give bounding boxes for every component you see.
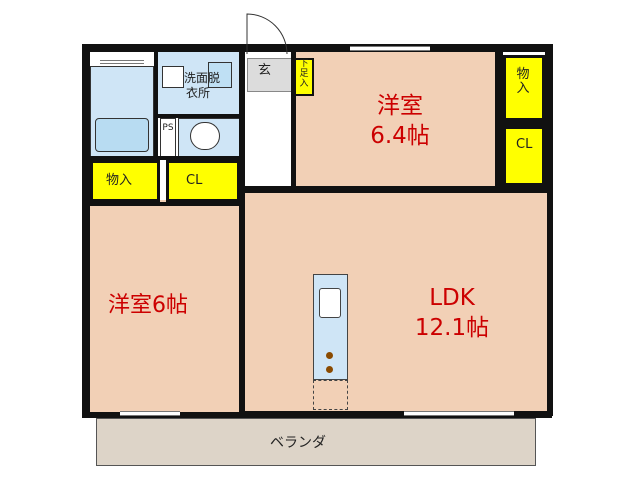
wall-horizontal-washroom: [154, 114, 244, 118]
window-ldk-bottom: [404, 411, 514, 416]
ldk-room: [245, 193, 547, 411]
wall-room1-right: [495, 52, 503, 189]
western-room-2-label: 洋室6帖: [108, 293, 188, 318]
outer-wall-left: [82, 44, 90, 416]
wall-horizontal-left-2: [82, 202, 242, 206]
ldk-label-line1: LDK: [429, 285, 475, 311]
outer-wall-top: [82, 44, 552, 52]
closet-right-label: CL: [516, 137, 533, 152]
toilet-icon: [190, 122, 220, 150]
washing-machine-icon: [208, 62, 232, 88]
veranda: [96, 418, 536, 466]
wall-vertical-mid: [239, 52, 245, 412]
shoe-storage-label: 下足入: [299, 59, 309, 89]
outer-wall-right: [545, 44, 553, 416]
window-room2-bottom: [120, 411, 180, 416]
entrance-door-icon: [246, 13, 288, 55]
wall-ldk-top: [242, 186, 552, 193]
entrance-label: 玄: [258, 63, 272, 78]
western-room-1-label-line1: 洋室: [377, 93, 423, 119]
western-room-1-label-line2: 6.4帖: [370, 123, 430, 149]
stove-burner-icon: [326, 352, 333, 359]
closet-left: [166, 160, 240, 202]
storage-left-label: 物入: [106, 173, 133, 188]
storage-left: [90, 160, 160, 202]
wall-room1-left: [291, 52, 296, 189]
bath-wall: [154, 52, 158, 158]
kitchen-sink-icon: [319, 288, 341, 318]
ldk-label-line2: 12.1帖: [414, 315, 490, 341]
window-washroom-top: [100, 60, 144, 64]
storage-right-label: 物入: [516, 67, 530, 96]
veranda-label: ベランダ: [270, 435, 326, 451]
bathtub-icon: [95, 118, 149, 152]
storage-right: [503, 55, 545, 121]
outer-wall-bottom: [82, 410, 552, 418]
stove-burner-icon: [326, 366, 333, 373]
fridge-space: [313, 380, 348, 410]
washroom-label-line1: 洗面脱: [184, 71, 221, 85]
wall-horizontal-left: [82, 156, 242, 160]
closet-right: [503, 126, 545, 186]
washroom-label-line2: 衣所: [186, 86, 211, 100]
wall-closet-divider: [503, 121, 547, 126]
western-room-1: [295, 52, 495, 188]
closet-left-label: CL: [186, 173, 203, 188]
window-room1-top: [350, 46, 430, 51]
western-room-2: [90, 200, 240, 412]
ps-label: PS: [162, 123, 174, 133]
sink-icon: [162, 66, 184, 88]
